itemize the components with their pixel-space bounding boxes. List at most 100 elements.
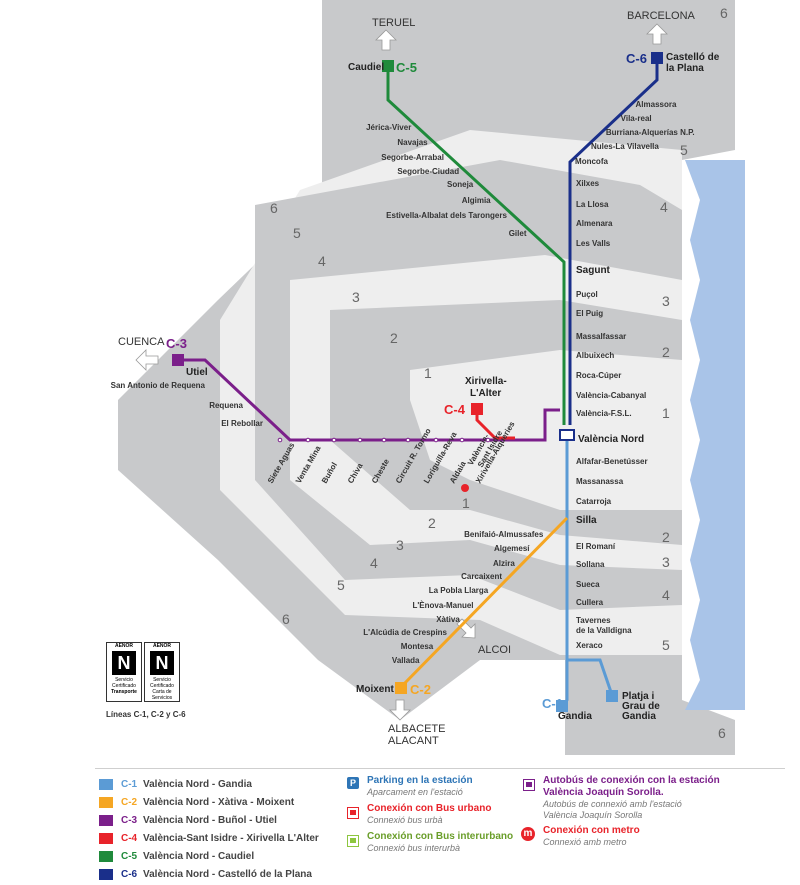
station-label: Algimia bbox=[462, 196, 491, 205]
swatch-c6 bbox=[99, 868, 113, 880]
legend-bus-interurbano-sub: Connexió bus interurbà bbox=[367, 843, 461, 853]
station-label: La Pobla Llarga bbox=[429, 586, 489, 595]
destination-cuenca: CUENCA bbox=[118, 336, 165, 348]
line-c1-platja-path bbox=[567, 658, 614, 696]
zone-label-6s: 6 bbox=[282, 611, 290, 627]
aenor-brand-2: AENOR bbox=[152, 643, 172, 649]
line-c5-path bbox=[386, 68, 566, 425]
station-label: València-F.S.L. bbox=[576, 409, 632, 418]
station-label: El Rebollar bbox=[221, 419, 263, 428]
station-label: Sagunt bbox=[576, 265, 611, 276]
legend-sorolla-2: València Joaquín Sorolla. bbox=[543, 787, 664, 798]
legend-bus-urbano-sub: Connexió bus urbà bbox=[367, 815, 443, 825]
terminal-valencia-nord: València Nord bbox=[578, 434, 644, 445]
station-label: Vila-real bbox=[621, 114, 652, 123]
bus-urbano-icon bbox=[347, 807, 359, 819]
terminal-platja-3: Gandia bbox=[622, 711, 656, 722]
station-label: Estivella-Albalat dels Tarongers bbox=[386, 211, 507, 220]
zone-label-5: 5 bbox=[680, 142, 688, 158]
arrow-barcelona-icon bbox=[646, 23, 668, 45]
station-label: Almenara bbox=[576, 219, 613, 228]
zone-label-2s: 2 bbox=[428, 515, 436, 531]
aenor-cert-2: Servicio Certificado bbox=[150, 677, 174, 689]
line-badge-c4: C-4 bbox=[444, 402, 466, 417]
station-label: Benifaió-Almussafes bbox=[464, 530, 544, 539]
station-label: Montesa bbox=[401, 642, 434, 651]
legend-parking-sub: Aparcament en l'estació bbox=[367, 787, 463, 797]
terminal-xirivella-marker bbox=[471, 403, 483, 415]
rail-network-map: 6 5 4 3 2 1 2 3 4 5 6 6 5 4 3 2 1 1 2 3 … bbox=[110, 0, 745, 755]
station-dot bbox=[405, 437, 411, 443]
zone-label-3b: 3 bbox=[662, 554, 670, 570]
destination-alcoi: ALCOI bbox=[478, 644, 511, 656]
terminal-moixent: Moixent bbox=[356, 684, 394, 695]
line-c3-path bbox=[178, 358, 560, 442]
station-label: L'Alcúdia de Crespins bbox=[363, 628, 447, 637]
terminal-gandia-marker bbox=[556, 700, 568, 712]
zone-label-6: 6 bbox=[720, 5, 728, 21]
station-dot bbox=[433, 437, 439, 443]
station-dot bbox=[357, 437, 363, 443]
aenor-carta: AENOR N Servicio Certificado Carta de Se… bbox=[144, 642, 180, 702]
terminal-utiel: Utiel bbox=[186, 367, 208, 378]
station-label: Xilxes bbox=[576, 179, 600, 188]
line-c6-path bbox=[568, 60, 659, 425]
terminal-castello-2: la Plana bbox=[666, 63, 704, 74]
station-label: Almassora bbox=[636, 100, 677, 109]
station-dot bbox=[277, 437, 283, 443]
arrow-albacete-icon bbox=[389, 699, 411, 721]
line-badge-c5: C-5 bbox=[396, 60, 417, 75]
valencia-nord-marker bbox=[559, 429, 575, 441]
station-label: Alfafar-Benetússer bbox=[576, 457, 648, 466]
station-label: Silla bbox=[576, 515, 597, 526]
terminal-utiel-marker bbox=[172, 354, 184, 366]
destination-albacete: ALBACETE bbox=[388, 723, 445, 735]
terminal-platja-1: Platja i bbox=[622, 691, 654, 702]
zone-label-2b: 2 bbox=[662, 529, 670, 545]
zone-label-6w: 6 bbox=[270, 200, 278, 216]
swatch-c3 bbox=[99, 814, 113, 826]
line-c2-path bbox=[398, 516, 569, 690]
aenor-logo-icon: N bbox=[112, 651, 136, 675]
line-badge-c2: C-2 bbox=[410, 682, 431, 697]
zone-label-3s: 3 bbox=[396, 537, 404, 553]
station-dot bbox=[331, 437, 337, 443]
station-label: Xeraco bbox=[576, 641, 603, 650]
swatch-c2 bbox=[99, 796, 113, 808]
legend-sorolla-sub-2: València Joaquín Sorolla bbox=[543, 810, 643, 820]
terminal-gandia: Gandia bbox=[558, 711, 592, 722]
legend-parking: Parking en la estación bbox=[367, 775, 473, 786]
zone-label-1: 1 bbox=[662, 405, 670, 421]
bus-sorolla-icon bbox=[523, 779, 535, 791]
station-label: Gilet bbox=[509, 229, 527, 238]
terminal-castello-1: Castelló de bbox=[666, 52, 720, 63]
parking-icon: P bbox=[347, 777, 359, 789]
bus-interurbano-icon bbox=[347, 835, 359, 847]
station-label: El Puig bbox=[576, 309, 603, 318]
zone-label-4: 4 bbox=[660, 199, 668, 215]
station-label: Segorbe-Ciudad bbox=[397, 167, 459, 176]
aenor-type-2: Carta de Servicios bbox=[151, 689, 173, 701]
station-label: Nules-La Vilavella bbox=[591, 142, 659, 151]
legend-name-c5: València Nord - Caudiel bbox=[143, 850, 255, 862]
station-label: Navajas bbox=[397, 138, 428, 147]
legend-code-c1: C-1 bbox=[121, 778, 138, 790]
station-label: Cullera bbox=[576, 598, 604, 607]
zone-label-5b: 5 bbox=[662, 637, 670, 653]
legend-sorolla-sub-1: Autobús de connexió amb l'estació bbox=[543, 799, 682, 809]
swatch-c5 bbox=[99, 850, 113, 862]
station-label: Xàtiva bbox=[436, 615, 460, 624]
aenor-caption: Líneas C-1, C-2 y C-6 bbox=[106, 710, 186, 719]
station-dot bbox=[459, 437, 465, 443]
terminal-xirivella-2: L'Alter bbox=[470, 388, 501, 399]
legend-sorolla-1: Autobús de conexión con la estación bbox=[543, 775, 720, 786]
terminal-moixent-marker bbox=[395, 682, 407, 694]
station-label: Massalfassar bbox=[576, 332, 626, 341]
station-label: Alzira bbox=[493, 559, 515, 568]
zone-label-3w: 3 bbox=[352, 289, 360, 305]
zone-label-5w: 5 bbox=[293, 225, 301, 241]
station-label: L'Ènova-Manuel bbox=[413, 601, 474, 610]
